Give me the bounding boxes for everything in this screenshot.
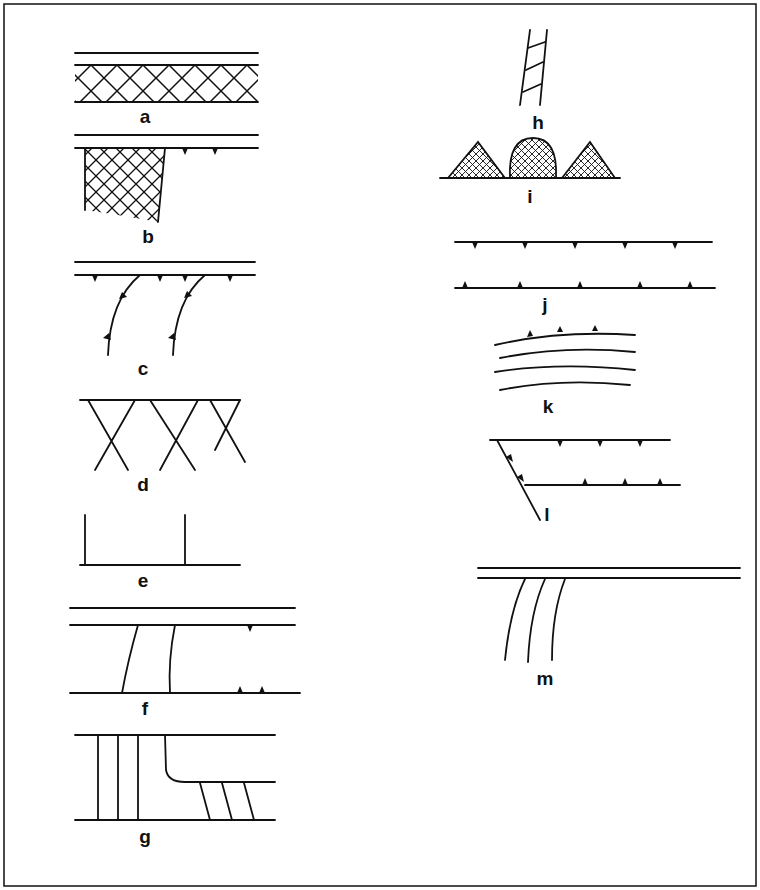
panel-letter: c [138,358,149,380]
panel-letter: g [139,826,151,848]
sketch-e [80,515,240,565]
panel-letter: i [527,186,532,208]
panel-letter: a [140,106,151,128]
panel-letter: f [142,698,148,720]
sketch-b [75,135,258,222]
sketch-c [75,262,255,355]
sketch-f [70,608,300,693]
sketch-d [80,400,245,470]
panel-letter: m [537,668,554,690]
sketch-g [75,735,275,820]
sketch-a [75,53,258,102]
panel-letter: b [142,226,154,248]
panel-letter: h [532,112,544,134]
sketch-j [455,242,715,288]
sketch-i [440,138,620,178]
panel-letter: d [137,474,149,496]
panel-letter: e [138,570,149,592]
sketch-l [490,440,680,520]
panel-letter: l [544,504,549,526]
frame [4,4,756,886]
panel-letter: k [543,396,554,418]
sketch-m [478,568,740,662]
panel-letter: j [542,294,547,316]
sketch-k [495,325,635,390]
sketch-h [520,30,547,105]
